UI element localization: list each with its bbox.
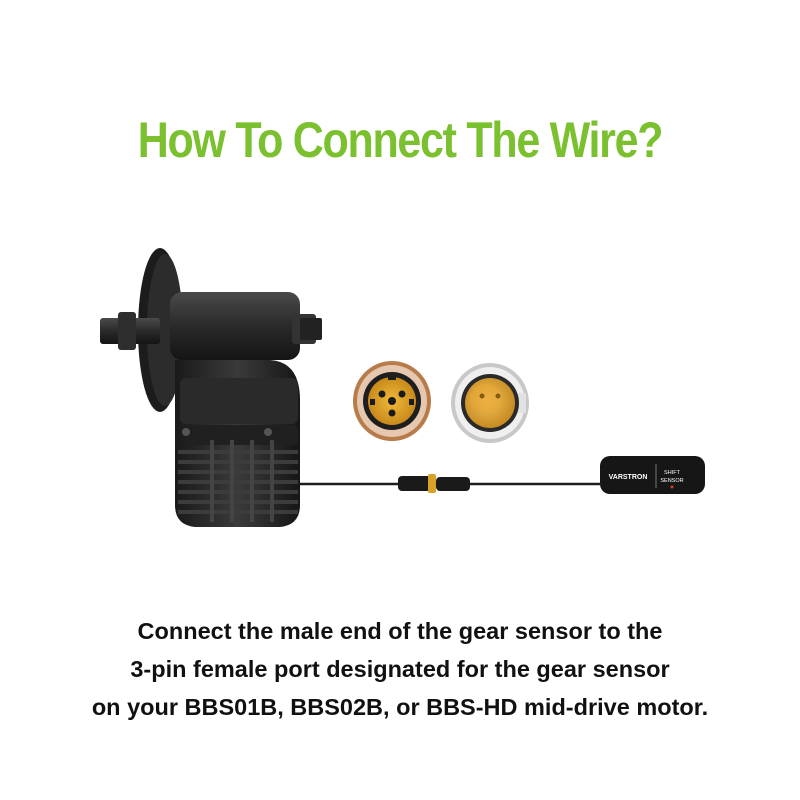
female-connector bbox=[353, 361, 431, 441]
male-connector bbox=[451, 363, 529, 443]
instruction-caption: Connect the male end of the gear sensor … bbox=[0, 612, 800, 726]
sensor-label-2: SENSOR bbox=[660, 478, 683, 484]
caption-line-3: on your BBS01B, BBS02B, or BBS-HD mid-dr… bbox=[91, 694, 709, 720]
page-title: How To Connect The Wire? bbox=[137, 112, 664, 168]
product-illustration: VARSTRON SHIFT SENSOR bbox=[100, 248, 705, 527]
caption-line-2: 3-pin female port designated for the gea… bbox=[130, 656, 670, 682]
inline-connector bbox=[398, 474, 470, 493]
shift-sensor: VARSTRON SHIFT SENSOR bbox=[600, 456, 705, 494]
sensor-brand: VARSTRON bbox=[609, 474, 648, 481]
sensor-label-1: SHIFT bbox=[664, 470, 681, 476]
mid-drive-motor bbox=[100, 248, 322, 527]
caption-line-1: Connect the male end of the gear sensor … bbox=[137, 618, 663, 644]
